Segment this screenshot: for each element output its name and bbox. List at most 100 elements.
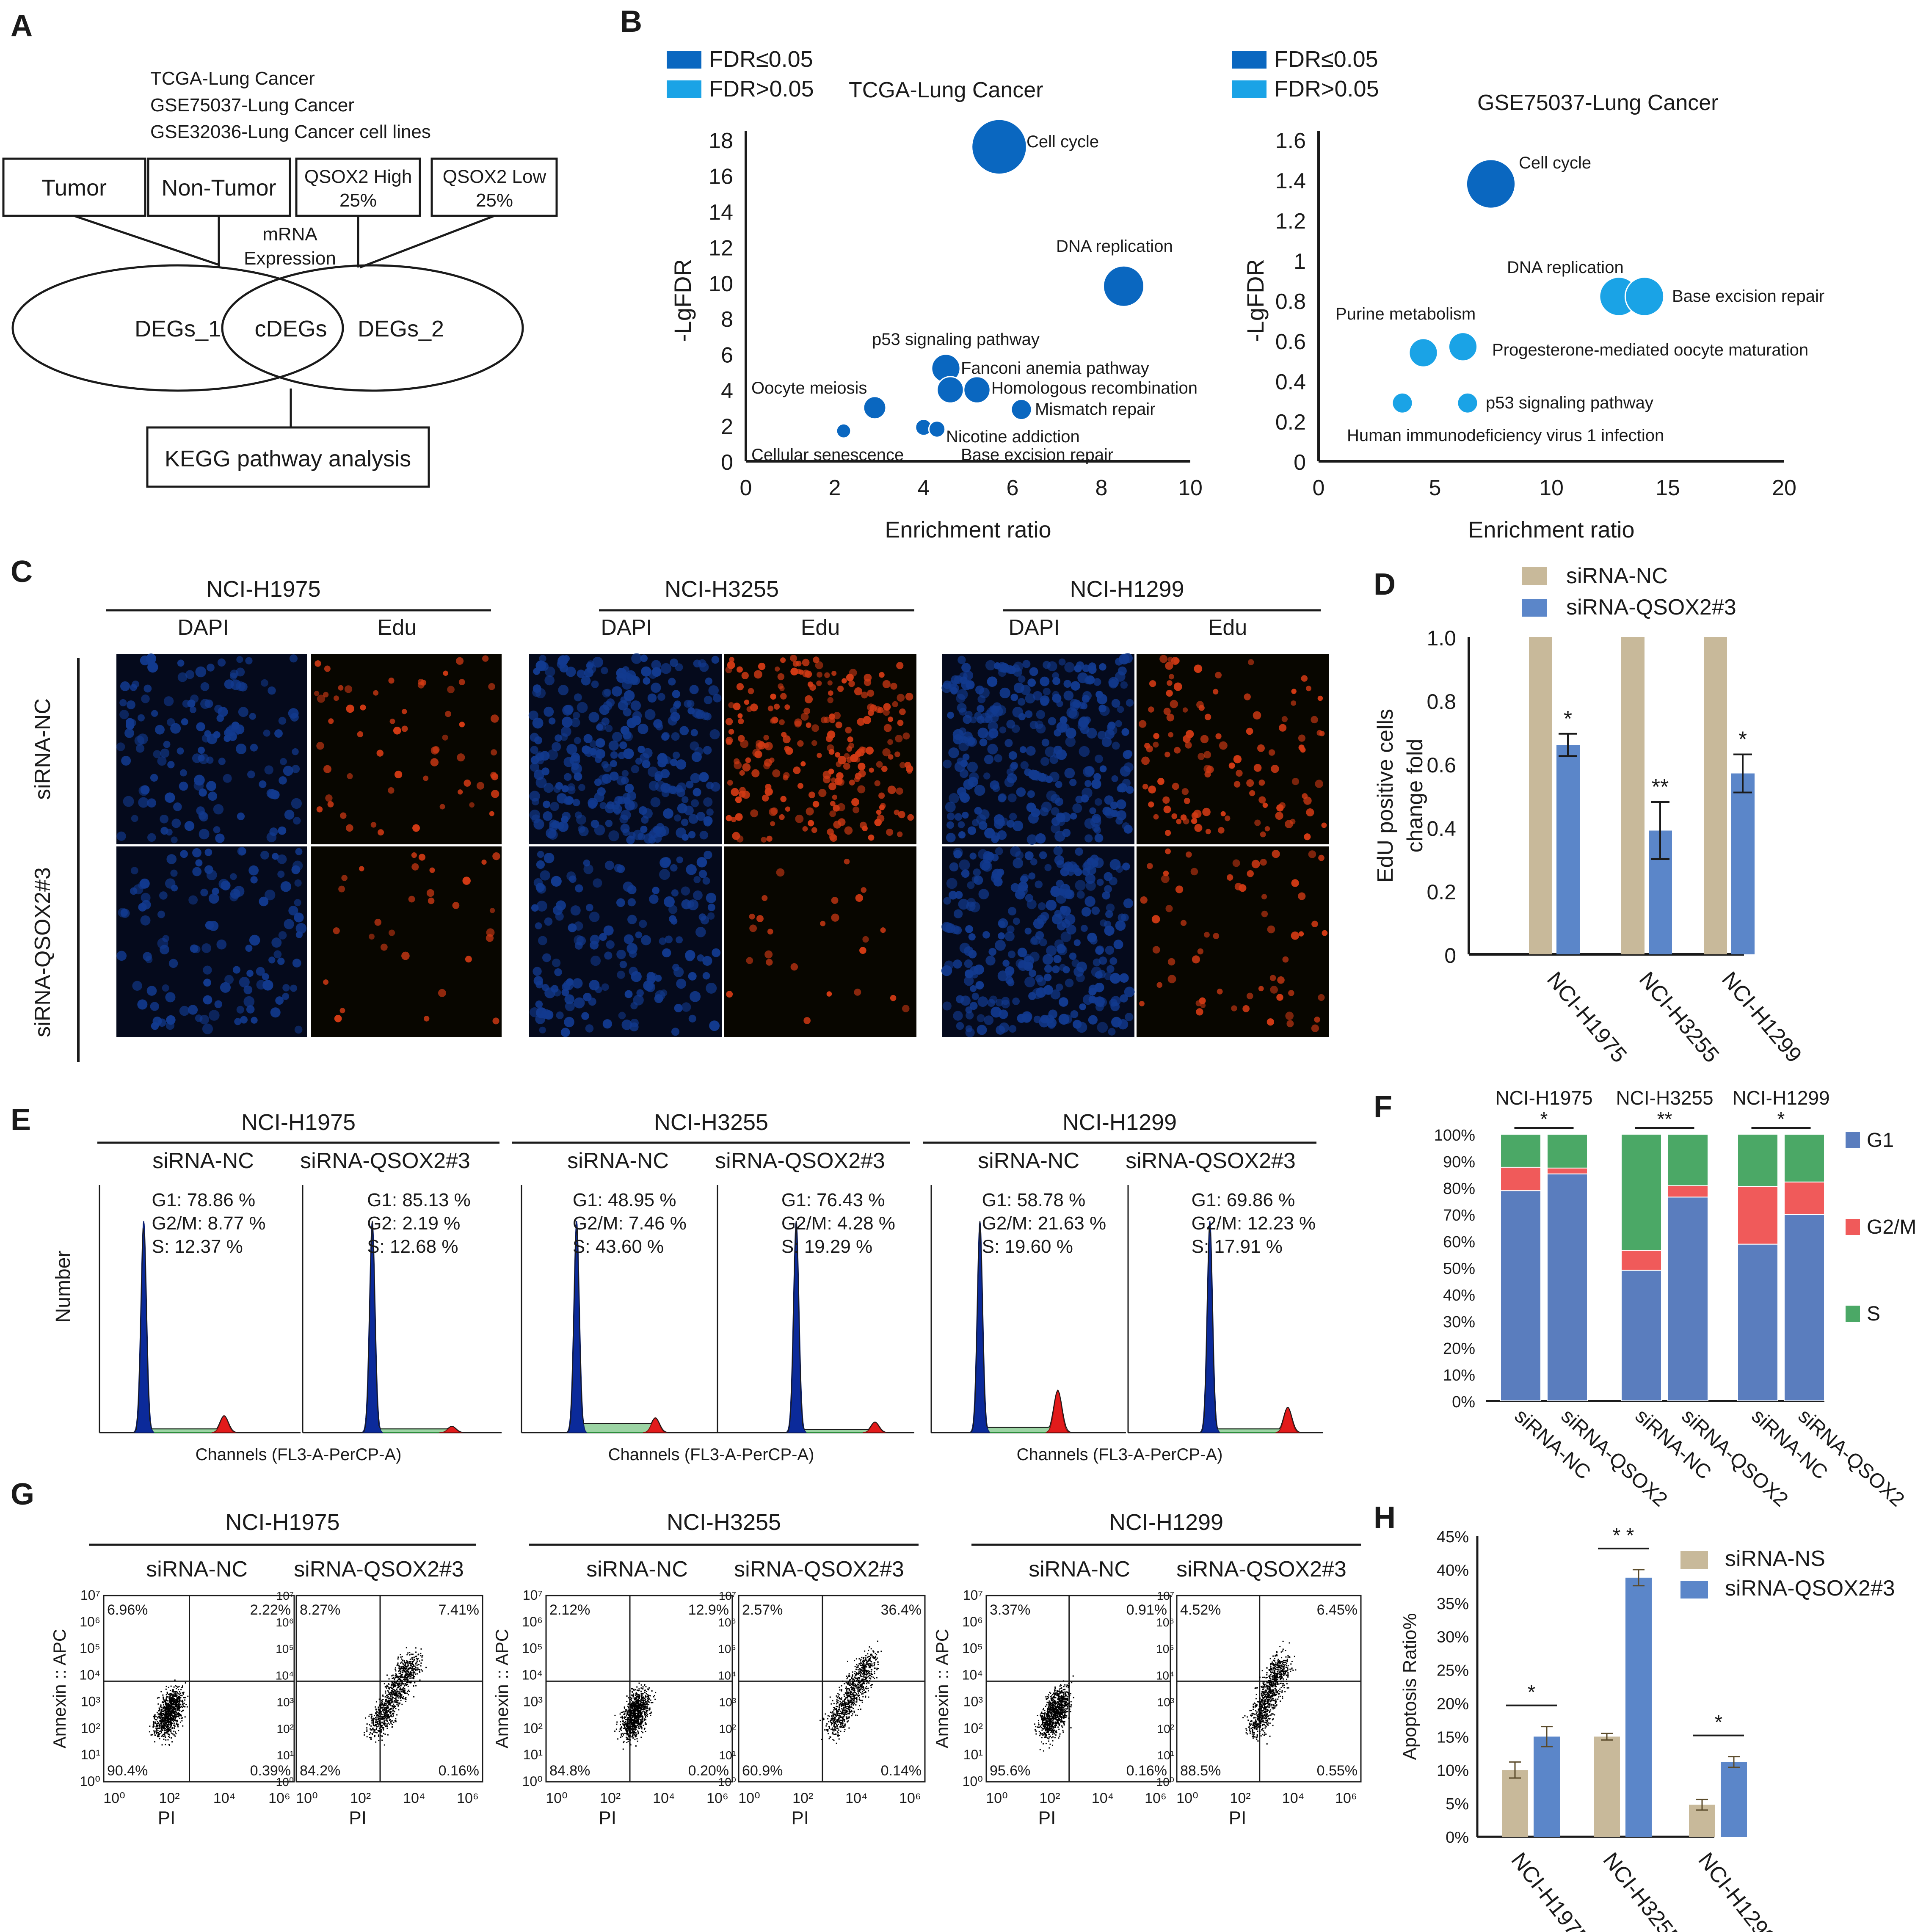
scatter-event <box>392 1726 393 1728</box>
scatter-event <box>626 1710 628 1712</box>
cell-nucleus <box>1199 997 1206 1004</box>
cell-cycle-stat: S: 17.91 % <box>1192 1236 1283 1257</box>
scatter-event <box>390 1708 392 1710</box>
scatter-event <box>395 1675 396 1677</box>
scatter-event <box>629 1723 630 1725</box>
cell-nucleus <box>1162 796 1170 804</box>
scatter-event <box>400 1679 401 1681</box>
cell-nucleus <box>641 935 651 945</box>
scatter-event <box>404 1663 406 1665</box>
scatter-event <box>626 1718 628 1720</box>
cell-nucleus <box>619 814 629 824</box>
cell-nucleus <box>781 732 787 738</box>
scatter-event <box>166 1721 168 1723</box>
cell-nucleus <box>748 688 754 695</box>
cell-nucleus <box>608 740 619 751</box>
cell-nucleus <box>1041 739 1050 747</box>
scatter-event <box>171 1709 173 1711</box>
scatter-event <box>386 1674 388 1676</box>
scatter-event <box>168 1720 169 1722</box>
quadrant-lr: 0.16% <box>439 1763 479 1779</box>
cell-nucleus <box>1033 1015 1041 1023</box>
significance-mark: * <box>1564 707 1572 731</box>
scatter-event <box>640 1719 642 1720</box>
cell-nucleus <box>663 756 671 764</box>
scatter-event <box>384 1708 386 1709</box>
cell-line-title: NCI-H3255 <box>654 1110 768 1135</box>
stacked-bar-s <box>1547 1134 1588 1169</box>
scatter-event <box>641 1704 643 1706</box>
scatter-event <box>409 1676 411 1677</box>
row-label-qsox2: siRNA-QSOX2#3 <box>30 867 55 1037</box>
cell-nucleus <box>837 685 844 692</box>
cell-nucleus <box>1079 716 1090 727</box>
scatter-event <box>160 1728 162 1730</box>
cell-nucleus <box>978 889 989 900</box>
scatter-event <box>646 1709 648 1711</box>
cell-nucleus <box>983 772 991 780</box>
cell-cycle-stat: G1: 85.13 % <box>367 1190 471 1210</box>
cell-nucleus <box>182 700 190 708</box>
cell-nucleus <box>1046 899 1057 911</box>
scatter-event <box>633 1706 635 1707</box>
cell-nucleus <box>1075 880 1086 891</box>
cell-nucleus <box>629 950 637 958</box>
scatter-event <box>178 1700 180 1702</box>
scatter-event <box>376 1732 378 1734</box>
scatter-event <box>171 1704 173 1706</box>
stacked-bar-g2m <box>1500 1166 1541 1191</box>
scatter-event <box>160 1706 162 1708</box>
scatter-event <box>177 1698 179 1700</box>
cell-nucleus <box>706 808 714 816</box>
chart-title: GSE75037-Lung Cancer <box>1477 91 1719 115</box>
scatter-event <box>395 1690 396 1692</box>
scatter-event <box>163 1727 165 1728</box>
scatter-event <box>632 1701 634 1703</box>
cell-cycle-stat: G1: 69.86 % <box>1192 1190 1295 1210</box>
scatter-event <box>373 1723 374 1724</box>
scatter-event <box>642 1716 643 1717</box>
cell-nucleus <box>237 812 245 821</box>
scatter-event <box>397 1702 399 1704</box>
scatter-event <box>421 1659 423 1661</box>
cell-nucleus <box>659 937 667 945</box>
scatter-event <box>621 1716 623 1717</box>
cell-nucleus <box>1246 728 1253 735</box>
cell-nucleus <box>536 901 547 912</box>
scatter-event <box>159 1733 161 1734</box>
scatter-event <box>645 1703 647 1705</box>
cell-nucleus <box>469 802 475 808</box>
cell-nucleus <box>883 703 891 711</box>
scatter-event <box>169 1699 171 1700</box>
scatter-event <box>384 1724 386 1725</box>
cell-nucleus <box>116 831 126 841</box>
scatter-event <box>166 1713 168 1715</box>
scatter-event <box>647 1694 648 1696</box>
scatter-event <box>394 1689 395 1691</box>
cell-nucleus <box>533 976 543 986</box>
scatter-event <box>378 1718 379 1720</box>
x-tick-label: 10⁰ <box>546 1790 567 1806</box>
scatter-event <box>163 1725 165 1727</box>
scatter-event <box>634 1727 635 1728</box>
cell-nucleus <box>605 725 613 733</box>
scatter-event <box>643 1702 645 1704</box>
cell-nucleus <box>992 784 1000 792</box>
scatter-event <box>643 1711 645 1712</box>
scatter-event <box>636 1686 638 1688</box>
scatter-event <box>632 1705 634 1706</box>
cell-nucleus <box>1055 797 1063 806</box>
cell-nucleus <box>675 663 683 672</box>
cell-nucleus <box>1064 662 1075 672</box>
scatter-event <box>626 1738 627 1740</box>
cell-nucleus <box>270 1007 281 1018</box>
y-tick-label: 1.4 <box>1275 169 1306 193</box>
cell-nucleus <box>1139 1000 1145 1006</box>
cell-cycle-stat: G1: 58.78 % <box>982 1190 1086 1210</box>
scatter-event <box>167 1727 168 1729</box>
scatter-event <box>645 1701 646 1703</box>
scatter-event <box>647 1688 649 1690</box>
scatter-event <box>632 1691 633 1693</box>
cell-nucleus <box>831 777 836 783</box>
scatter-event <box>386 1709 387 1711</box>
